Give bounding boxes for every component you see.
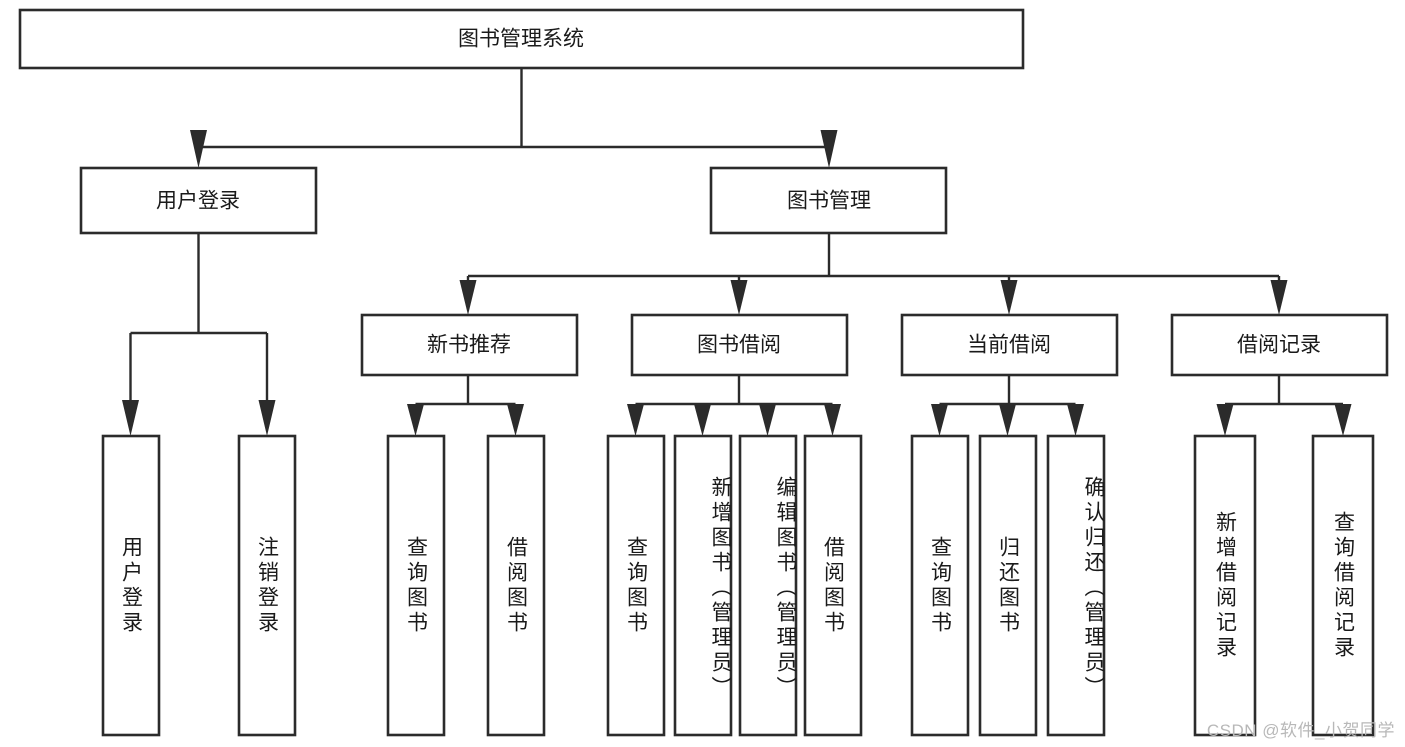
arrow-root-to-bookmgmt <box>820 130 838 168</box>
connector-group <box>122 68 1352 436</box>
node-level3-book-borrow-label: 图书借阅 <box>697 334 781 357</box>
arrow-borrow-leaf1 <box>627 404 644 436</box>
horizontal-label-group: 图书管理系统 用户登录 图书管理 新书推荐 图书借阅 当前借阅 借阅记录 <box>156 28 1321 357</box>
arrow-records-leaf1 <box>1216 404 1234 436</box>
arrow-bookmgmt-to-current <box>1000 280 1018 315</box>
arrow-current-leaf1 <box>931 404 948 436</box>
node-level2-user-login[interactable] <box>79 166 318 235</box>
arrow-records-leaf2 <box>1334 404 1352 436</box>
node-level3-current-borrow-label: 当前借阅 <box>967 334 1051 357</box>
node-leaf-borrow-book-1[interactable] <box>486 434 546 737</box>
node-leaf-edit-book-admin[interactable] <box>738 434 798 737</box>
arrow-login-to-logout <box>258 400 276 436</box>
node-leaf-user-login[interactable] <box>101 434 161 737</box>
node-leaf-query-book-2[interactable] <box>606 434 666 737</box>
arrow-newbook-leaf2 <box>507 404 524 436</box>
arrow-newbook-leaf1 <box>407 404 424 436</box>
node-leaf-borrow-book-2[interactable] <box>803 434 863 737</box>
arrow-root-to-login <box>190 130 207 168</box>
arrow-current-leaf2 <box>999 404 1016 436</box>
node-level2-book-management-label: 图书管理 <box>787 190 871 213</box>
node-level3-current-borrow[interactable] <box>900 313 1119 377</box>
node-level3-borrow-records-label: 借阅记录 <box>1237 334 1321 357</box>
node-leaf-add-borrow-record[interactable] <box>1193 434 1257 737</box>
node-level2-user-login-label: 用户登录 <box>156 190 240 213</box>
node-leaf-query-borrow-record[interactable] <box>1311 434 1375 737</box>
node-leaf-return-book[interactable] <box>978 434 1038 737</box>
node-leaf-logout[interactable] <box>237 434 297 737</box>
arrow-bookmgmt-to-records <box>1270 280 1288 315</box>
node-level3-borrow-records[interactable] <box>1170 313 1389 377</box>
node-level2-book-management[interactable] <box>709 166 948 235</box>
node-leaf-confirm-return-admin[interactable] <box>1046 434 1106 737</box>
arrow-bookmgmt-to-newbook <box>459 280 477 315</box>
node-root[interactable] <box>18 8 1025 70</box>
arrow-borrow-leaf4 <box>824 404 841 436</box>
node-leaf-add-book-admin[interactable] <box>673 434 733 737</box>
arrow-bookmgmt-to-borrow <box>730 280 748 315</box>
node-level3-new-book-recommend-label: 新书推荐 <box>427 334 511 357</box>
arrow-current-leaf3 <box>1067 404 1084 436</box>
arrow-borrow-leaf3 <box>759 404 776 436</box>
node-box-group <box>18 8 1389 737</box>
node-root-label: 图书管理系统 <box>458 28 584 51</box>
node-level3-new-book-recommend[interactable] <box>360 313 579 377</box>
watermark: CSDN @软件_小贺同学 <box>1206 721 1395 740</box>
node-leaf-query-book-3[interactable] <box>910 434 970 737</box>
node-level3-book-borrow[interactable] <box>630 313 849 377</box>
arrow-login-to-userlogin <box>122 400 139 436</box>
node-leaf-query-book-1[interactable] <box>386 434 446 737</box>
arrow-borrow-leaf2 <box>694 404 711 436</box>
